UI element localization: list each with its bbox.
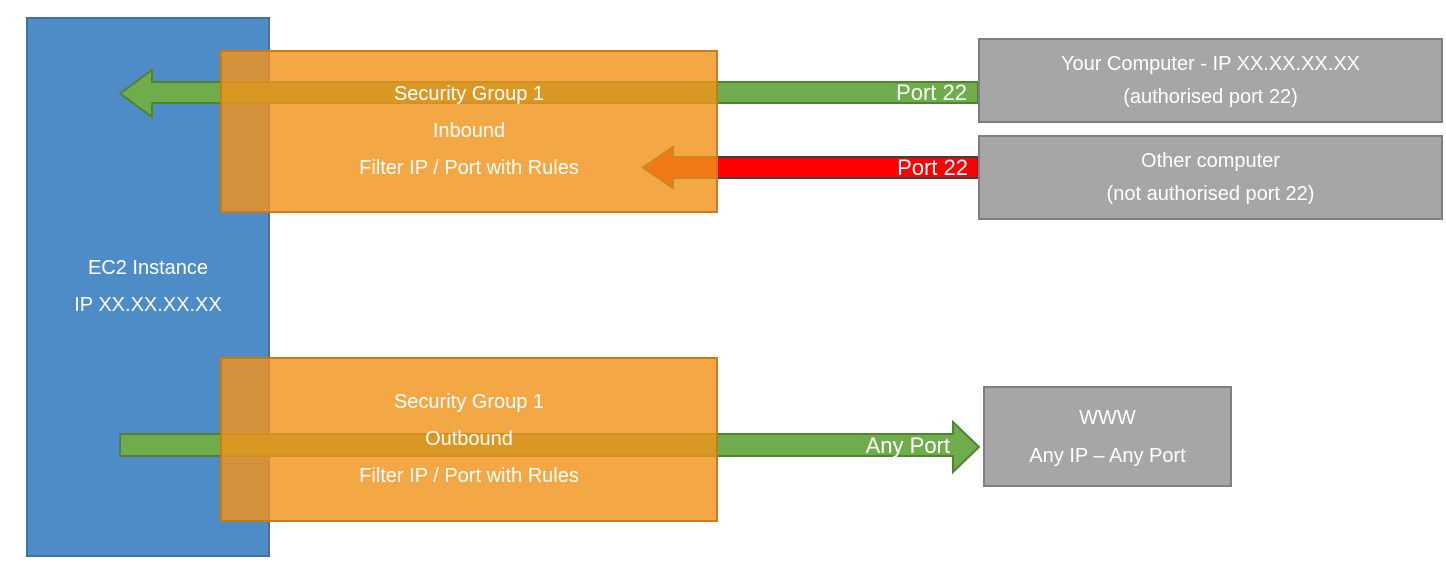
security-group-inbound-box: Security Group 1 Inbound Filter IP / Por… — [220, 50, 718, 213]
other-computer-subtitle: (not authorised port 22) — [1106, 182, 1315, 205]
your-computer-subtitle: (authorised port 22) — [1123, 85, 1298, 108]
sg-inbound-title: Security Group 1 — [393, 83, 545, 105]
outbound-port-label: Any Port — [865, 433, 950, 458]
ec2-instance-name: EC2 Instance — [87, 257, 209, 279]
sg-inbound-direction: Inbound — [432, 120, 506, 142]
other-computer-title: Other computer — [1141, 149, 1280, 172]
www-subtitle: Any IP – Any Port — [1029, 444, 1186, 467]
sg-outbound-direction: Outbound — [425, 428, 513, 450]
inbound-allowed-port-label: Port 22 — [896, 80, 967, 105]
sg-outbound-description: Filter IP / Port with Rules — [359, 465, 579, 487]
inbound-allowed-arrow-outline — [118, 68, 979, 119]
www-title: WWW — [1079, 406, 1136, 429]
ec2-instance-ip: IP XX.XX.XX.XX — [74, 294, 222, 316]
inbound-blocked-port-label: Port 22 — [897, 155, 968, 180]
www-box: WWW Any IP – Any Port — [983, 386, 1232, 487]
your-computer-title: Your Computer - IP XX.XX.XX.XX — [1060, 52, 1361, 75]
other-computer-box: Other computer (not authorised port 22) — [978, 135, 1443, 220]
your-computer-box: Your Computer - IP XX.XX.XX.XX (authoris… — [978, 38, 1443, 123]
sg-inbound-description: Filter IP / Port with Rules — [359, 157, 579, 179]
sg-outbound-title: Security Group 1 — [393, 391, 545, 413]
security-group-outbound-box: Security Group 1 Outbound Filter IP / Po… — [220, 357, 718, 522]
